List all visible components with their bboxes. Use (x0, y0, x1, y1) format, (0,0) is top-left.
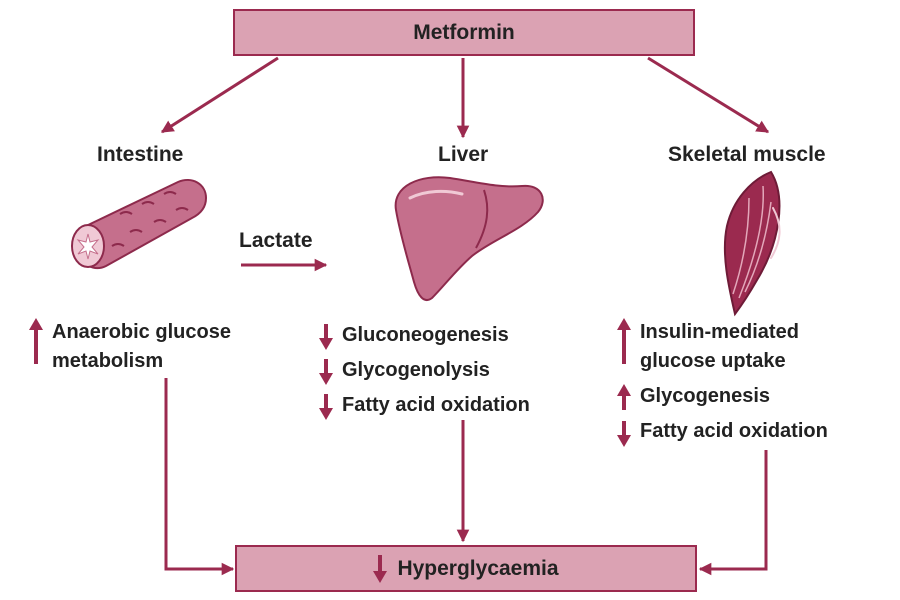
intestine-label: Intestine (97, 143, 184, 166)
metformin-box: Metformin (233, 9, 695, 56)
effect-text: Insulin-mediated glucose uptake (640, 321, 799, 372)
effect-item: Glycogenesis (616, 382, 828, 411)
hyperglycaemia-label: Hyperglycaemia (397, 556, 559, 580)
up-arrow-icon (28, 318, 44, 366)
effect-item: Glycogenolysis (318, 353, 530, 388)
effect-text: Glycogenesis (640, 385, 771, 407)
down-arrow-icon (318, 318, 334, 350)
arrow-intestine-to-hyperglycaemia (164, 378, 235, 576)
arrow-metformin-to-intestine (160, 56, 279, 134)
effect-item: Insulin-mediated glucose uptake (616, 318, 828, 376)
arrow-muscle-to-hyperglycaemia (698, 450, 768, 576)
effect-text: Anaerobic glucose metabolism (52, 321, 231, 372)
liver-label: Liver (438, 143, 489, 166)
effect-text: Fatty acid oxidation (342, 394, 530, 416)
down-arrow-icon (318, 353, 334, 385)
down-arrow-icon (373, 554, 388, 583)
liver-effects: Gluconeogenesis Glycogenolysis Fatty aci… (318, 318, 530, 423)
lactate-label: Lactate (239, 229, 313, 252)
hyperglycaemia-box: Hyperglycaemia (235, 545, 697, 592)
effect-item: Gluconeogenesis (318, 318, 530, 353)
effect-item: Anaerobic glucose metabolism (28, 318, 231, 376)
effect-text: Glycogenolysis (342, 359, 490, 381)
up-arrow-icon (616, 382, 632, 410)
down-arrow-icon (616, 417, 632, 447)
effect-item: Fatty acid oxidation (616, 417, 828, 447)
muscle-effects: Insulin-mediated glucose uptake Glycogen… (616, 318, 828, 447)
down-arrow-icon (318, 388, 334, 420)
metformin-label: Metformin (413, 20, 515, 44)
intestine-effects: Anaerobic glucose metabolism (28, 318, 231, 376)
arrow-metformin-to-muscle (647, 56, 770, 134)
skeletal-muscle-icon (723, 170, 781, 317)
effect-text: Gluconeogenesis (342, 324, 509, 346)
intestine-icon (71, 179, 208, 270)
effect-item: Fatty acid oxidation (318, 388, 530, 423)
effect-text: Fatty acid oxidation (640, 420, 828, 442)
skeletal-muscle-label: Skeletal muscle (668, 143, 826, 166)
up-arrow-icon (616, 318, 632, 366)
liver-icon (394, 176, 544, 301)
